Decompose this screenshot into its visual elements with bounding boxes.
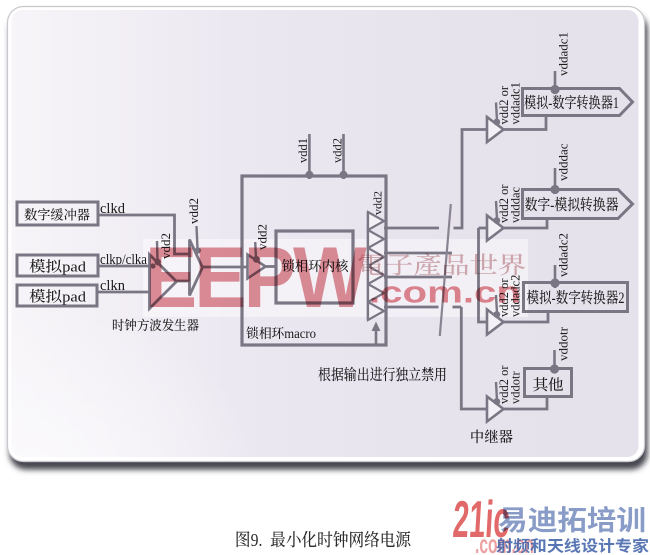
svg-text:21ic: 21ic <box>451 490 511 548</box>
svg-text:.com.cn: .com.cn <box>475 530 534 555</box>
svg-text:模拟pad: 模拟pad <box>29 289 87 306</box>
svg-text:中继器: 中继器 <box>470 429 513 446</box>
svg-text:锁相环macro: 锁相环macro <box>246 326 316 341</box>
svg-text:vddadc1: vddadc1 <box>509 82 523 124</box>
svg-text:vdd1: vdd1 <box>296 138 310 163</box>
svg-text:模拟-数字转换器2: 模拟-数字转换器2 <box>527 289 625 307</box>
svg-text:vdd2 or: vdd2 or <box>497 184 511 223</box>
svg-text:vddadc2: vddadc2 <box>556 233 571 277</box>
svg-text:clkn: clkn <box>100 278 126 294</box>
svg-text:vdd2 or: vdd2 or <box>497 85 511 124</box>
svg-text:vdd2: vdd2 <box>255 224 270 250</box>
svg-text:vdd2: vdd2 <box>186 198 201 224</box>
svg-text:vdddac: vdddac <box>556 143 571 181</box>
svg-text:vdd2: vdd2 <box>331 138 345 163</box>
svg-text:vdd2 or: vdd2 or <box>497 278 511 317</box>
svg-text:vdddac: vdddac <box>509 186 523 223</box>
svg-text:clkp/clka: clkp/clka <box>100 252 147 268</box>
svg-text:其他: 其他 <box>533 376 564 394</box>
svg-text:图9. 最小化时钟网络电源: 图9. 最小化时钟网络电源 <box>235 530 411 550</box>
svg-text:vdd2: vdd2 <box>158 233 173 259</box>
svg-text:射频和天线设计专家: 射频和天线设计专家 <box>496 533 649 555</box>
svg-text:EEPW: EEPW <box>145 230 367 326</box>
svg-text:電子產品世界: 電子產品世界 <box>357 246 526 281</box>
svg-text:vddotr: vddotr <box>509 371 523 404</box>
svg-text:vdd2: vdd2 <box>371 191 385 215</box>
svg-text:时钟方波发生器: 时钟方波发生器 <box>112 318 199 333</box>
svg-text:数字-模拟转换器: 数字-模拟转换器 <box>525 196 619 214</box>
svg-text:.com.cn: .com.cn <box>369 275 521 310</box>
svg-text:vddotr: vddotr <box>556 326 571 361</box>
svg-text:数字缓冲器: 数字缓冲器 <box>24 208 90 223</box>
svg-text:模拟-数字转换器1: 模拟-数字转换器1 <box>524 94 619 112</box>
svg-text:vddadc1: vddadc1 <box>556 32 571 76</box>
svg-text:clkd: clkd <box>100 201 126 217</box>
svg-text:锁相环内核: 锁相环内核 <box>282 258 349 275</box>
svg-text:vddadc2: vddadc2 <box>509 275 523 317</box>
svg-text:易迪拓培训: 易迪拓培训 <box>498 499 646 539</box>
svg-text:根据输出进行独立禁用: 根据输出进行独立禁用 <box>318 366 447 384</box>
svg-text:vdd2 or: vdd2 or <box>497 365 511 404</box>
svg-text:模拟pad: 模拟pad <box>29 259 87 276</box>
